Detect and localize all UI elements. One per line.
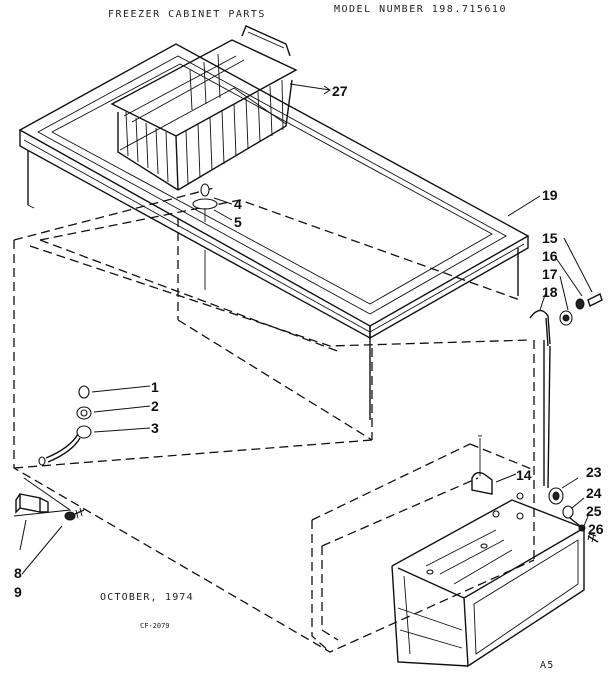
top-frame — [18, 43, 530, 340]
diagram-title: FREEZER CABINET PARTS — [108, 9, 266, 20]
callout-19: 19 — [542, 187, 558, 203]
callout-3: 3 — [151, 420, 159, 436]
callout-16: 16 — [542, 248, 558, 264]
callout-14: 14 — [516, 467, 532, 483]
leader-lines — [19, 83, 597, 575]
cabinet-outline — [13, 187, 535, 653]
light-assembly — [192, 183, 218, 290]
grille-fasteners — [548, 487, 599, 543]
compressor-compartment — [311, 443, 535, 653]
grille-drawer — [391, 499, 585, 668]
drawing-code: CF-2079 — [140, 622, 170, 630]
callout-5: 5 — [234, 214, 242, 230]
callout-4: 4 — [234, 196, 242, 212]
callout-17: 17 — [542, 266, 558, 282]
hinge-parts — [529, 293, 603, 489]
callout-27: 27 — [332, 83, 348, 99]
callout-23: 23 — [586, 464, 602, 480]
drain-parts — [38, 385, 92, 466]
callout-18: 18 — [542, 284, 558, 300]
callout-1: 1 — [151, 379, 159, 395]
model-number: MODEL NUMBER 198.715610 — [334, 4, 507, 15]
callout-9: 9 — [14, 584, 22, 600]
thermostat-bracket — [471, 435, 524, 520]
callout-25: 25 — [586, 503, 602, 519]
cabinet-body — [27, 150, 519, 420]
callout-15: 15 — [542, 230, 558, 246]
callout-2: 2 — [151, 398, 159, 414]
callout-26: 26 — [588, 521, 604, 537]
page-id: A5 — [540, 660, 554, 671]
callout-8: 8 — [14, 565, 22, 581]
wire-basket — [110, 25, 298, 191]
callout-24: 24 — [586, 485, 602, 501]
diagram-date: OCTOBER, 1974 — [100, 592, 194, 603]
plug-and-screw — [13, 477, 85, 521]
callout-labels: 27 4 5 19 1 2 3 15 16 17 18 14 23 24 25 … — [14, 83, 604, 600]
